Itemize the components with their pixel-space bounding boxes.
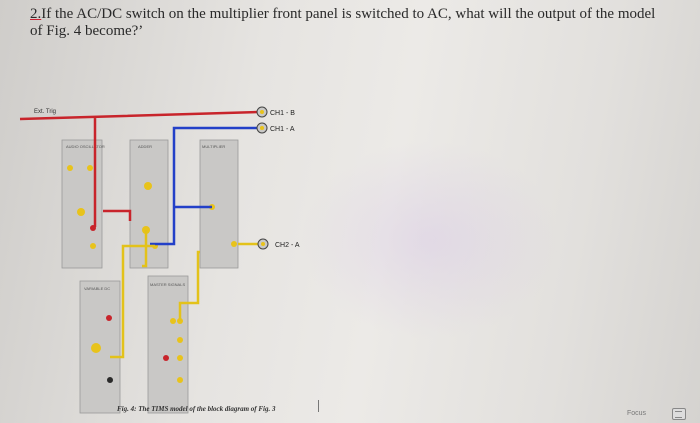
screen-glare: [300, 140, 560, 340]
module-variable-dc: VARIABLE DC: [79, 280, 121, 414]
wire-blue: [150, 126, 258, 246]
ext-trig-label: Ext. Trig: [34, 109, 56, 115]
module-master-signals: MASTER SIGNALS: [147, 275, 189, 414]
focus-label[interactable]: Focus: [627, 410, 647, 417]
module-adder-title: ADDER: [138, 144, 152, 149]
module-audio-oscillator-title: AUDIO OSCILLATOR: [66, 144, 105, 149]
wire-yellow-master: [178, 250, 200, 321]
module-adder: ADDER: [129, 139, 169, 269]
wire-red-adder: [103, 209, 132, 221]
scope-ch2a-connector: [257, 238, 269, 250]
text-cursor: [318, 400, 319, 412]
wire-red: [19, 110, 259, 227]
module-multiplier-title: MULTIPLIER: [202, 144, 225, 149]
ch1b-label: CH1 - B: [270, 110, 295, 117]
wire-yellow-adder: [142, 230, 148, 268]
focus-icon[interactable]: [672, 408, 686, 420]
question-number: 2.: [30, 6, 42, 22]
module-audio-oscillator: AUDIO OSCILLATOR: [61, 139, 105, 269]
ch2a-label: CH2 - A: [275, 242, 300, 249]
module-variable-dc-title: VARIABLE DC: [84, 286, 110, 291]
question-body: If the AC/DC switch on the multiplier fr…: [30, 6, 656, 39]
scope-ch1b-connector: [256, 106, 268, 118]
scope-ch1a-connector: [256, 122, 268, 134]
question-text-block: 2.If the AC/DC switch on the multiplier …: [30, 6, 670, 40]
module-multiplier: MULTIPLIER: [199, 139, 239, 269]
figure-caption: Fig. 4: The TIMS model of the block diag…: [117, 405, 276, 413]
module-master-signals-title: MASTER SIGNALS: [150, 282, 185, 287]
wire-yellow-dc: [110, 244, 155, 359]
ch1a-label: CH1 - A: [270, 126, 295, 133]
